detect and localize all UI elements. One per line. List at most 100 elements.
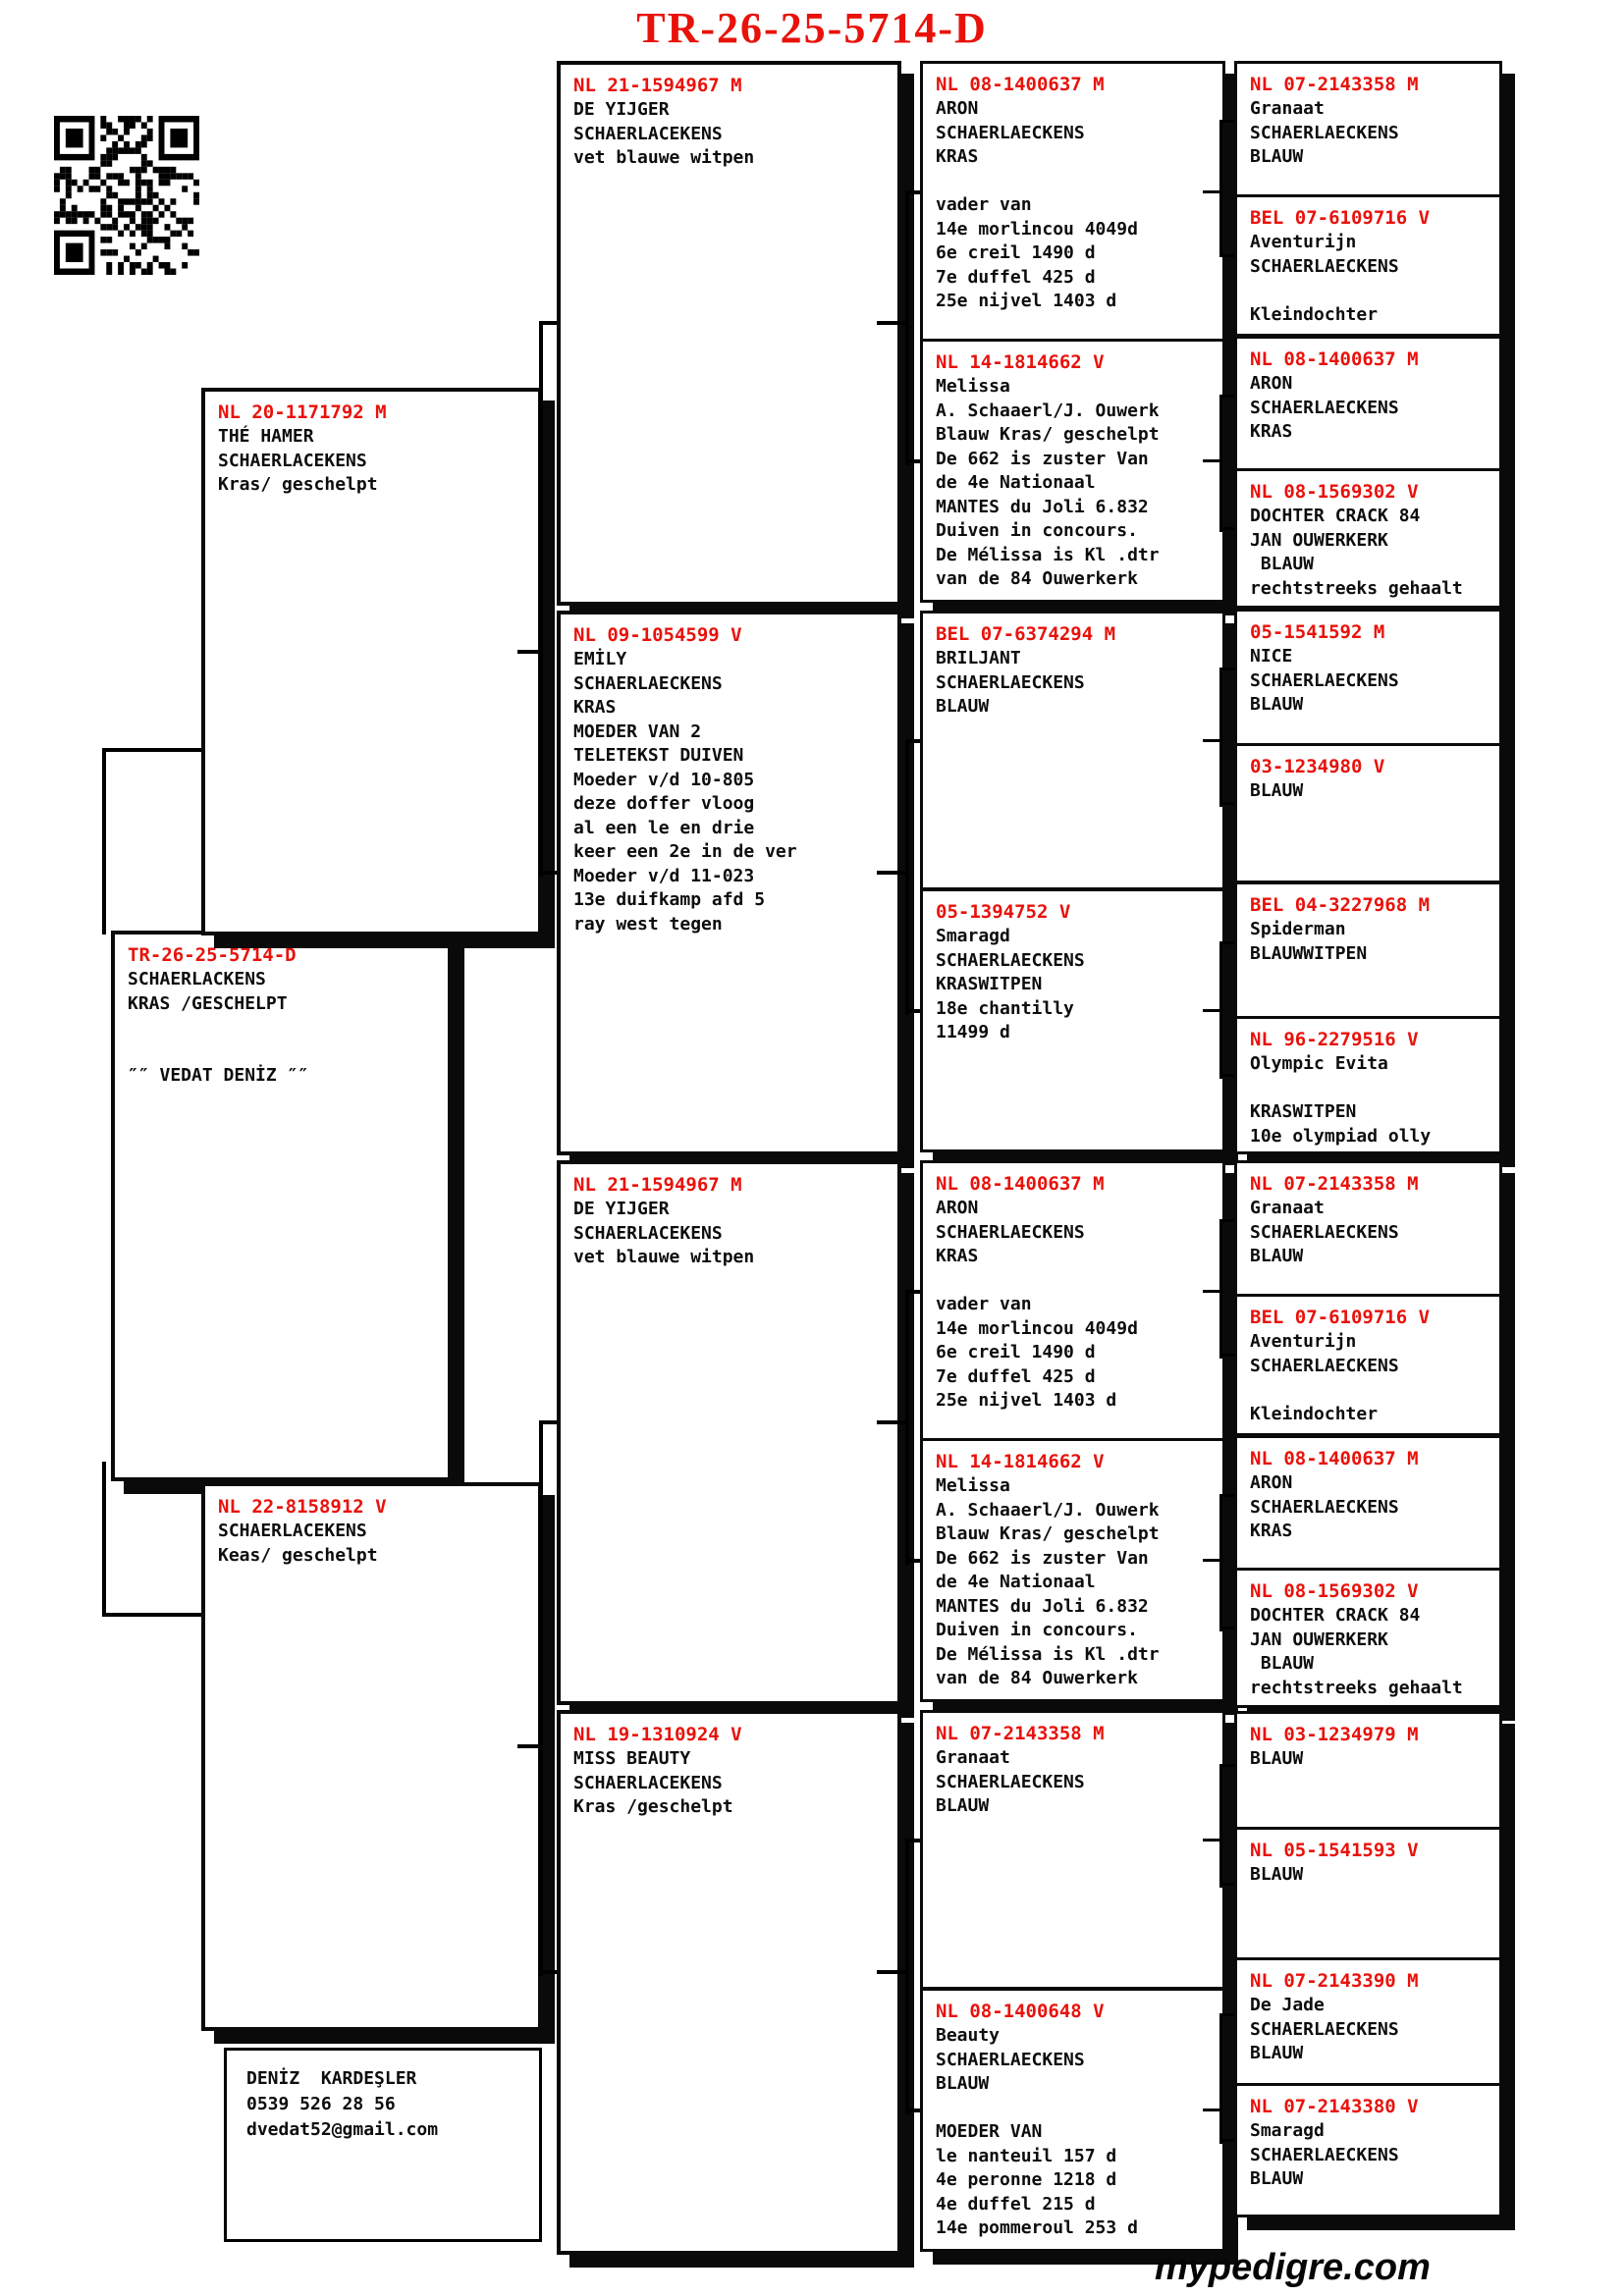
connector-line <box>1219 1764 1222 1888</box>
connector-line <box>1219 802 1234 805</box>
pedigree-box-g4-6: NL 14-1814662 V Melissa A. Schaaerl/J. O… <box>920 1438 1225 1702</box>
ring-number: NL 21-1594967 M <box>573 75 742 96</box>
connector-line <box>1219 1219 1222 1359</box>
ring-number: NL 08-1400637 M <box>1250 1448 1419 1469</box>
bird-details: ARON SCHAERLAECKENS KRAS <box>1250 373 1399 442</box>
ring-number: NL 22-8158912 V <box>218 1496 387 1518</box>
bird-details: Smaragd SCHAERLAECKENS KRASWITPEN 18e ch… <box>936 926 1085 1042</box>
connector-line <box>517 650 539 654</box>
bird-details: SCHAERLACEKENS Keas/ geschelpt <box>218 1521 378 1566</box>
pedigree-box-g4-7: NL 07-2143358 M Granaat SCHAERLAECKENS B… <box>920 1710 1225 1990</box>
ring-number: NL 09-1054599 V <box>573 624 742 646</box>
bird-details: Smaragd SCHAERLAECKENS BLAUW <box>1250 2120 1399 2189</box>
bird-details: BLAUW <box>1250 1864 1304 1885</box>
connector-line <box>905 190 909 465</box>
connector-line <box>1219 1354 1234 1357</box>
connector-line <box>1203 1009 1219 1012</box>
bird-details: Beauty SCHAERLAECKENS BLAUW MOEDER VAN l… <box>936 2025 1138 2238</box>
connector-line <box>1219 1219 1234 1222</box>
connector-line <box>1219 1883 1234 1886</box>
ring-number: NL 08-1400637 M <box>936 74 1105 95</box>
connector-line <box>1203 739 1219 742</box>
ring-number: NL 08-1400637 M <box>1250 348 1419 370</box>
connector-line <box>1219 2139 1234 2142</box>
site-logo: mypedigre.com <box>1155 2247 1431 2288</box>
bird-details: SCHAERLACKENS KRAS /GESCHELPT ″″ VEDAT D… <box>128 969 309 1086</box>
bird-details: NICE SCHAERLAECKENS BLAUW <box>1250 646 1399 715</box>
ring-number: NL 08-1569302 V <box>1250 1580 1419 1602</box>
connector-line <box>877 321 905 325</box>
connector-line <box>905 1839 909 2114</box>
connector-line <box>1219 1494 1222 1631</box>
pedigree-box-g5-6: 03-1234980 V BLAUW <box>1234 743 1502 883</box>
page-title: TR-26-25-5714-D <box>636 4 988 52</box>
breeder-phone: 0539 526 28 56 <box>246 2094 396 2114</box>
mother-box: NL 22-8158912 V SCHAERLACEKENS Keas/ ges… <box>201 1482 542 2031</box>
connector-line <box>102 1613 201 1617</box>
connector-line <box>877 1420 905 1424</box>
pedigree-box-g5-10: BEL 07-6109716 V Aventurijn SCHAERLAECKE… <box>1234 1294 1502 1436</box>
bird-details: DOCHTER CRACK 84 JAN OUWERKERK BLAUW rec… <box>1250 1605 1463 1698</box>
ring-number: NL 07-2143380 V <box>1250 2096 1419 2117</box>
connector-line <box>1219 120 1222 257</box>
bird-details: Aventurijn SCHAERLAECKENS Kleindochter <box>1250 232 1399 325</box>
pedigree-box-g4-2: NL 14-1814662 V Melissa A. Schaaerl/J. O… <box>920 339 1225 603</box>
connector-line <box>1219 120 1234 123</box>
connector-line <box>1219 2013 1222 2144</box>
connector-line <box>102 748 201 752</box>
connector-line <box>102 1462 106 1617</box>
ring-number: NL 19-1310924 V <box>573 1724 742 1745</box>
pedigree-box-g3-2: NL 09-1054599 V EMİLY SCHAERLAECKENS KRA… <box>557 611 901 1155</box>
connector-line <box>1219 527 1234 530</box>
ring-number: NL 08-1400648 V <box>936 2001 1105 2022</box>
pedigree-box-g5-16: NL 07-2143380 V Smaragd SCHAERLAECKENS B… <box>1234 2083 1502 2217</box>
ring-number: NL 07-2143358 M <box>1250 74 1419 95</box>
ring-number: NL 21-1594967 M <box>573 1174 742 1196</box>
connector-line <box>1203 2109 1219 2111</box>
breeder-name: DENİZ KARDEŞLER <box>246 2068 417 2089</box>
pedigree-box-g3-4: NL 19-1310924 V MISS BEAUTY SCHAERLACEKE… <box>557 1710 901 2255</box>
pedigree-box-g5-4: NL 08-1569302 V DOCHTER CRACK 84 JAN OUW… <box>1234 468 1502 609</box>
pedigree-box-g3-3: NL 21-1594967 M DE YIJGER SCHAERLACEKENS… <box>557 1160 901 1705</box>
connector-line <box>905 459 920 463</box>
ring-number: NL 14-1814662 V <box>936 1451 1105 1472</box>
pedigree-box-g5-15: NL 07-2143390 M De Jade SCHAERLAECKENS B… <box>1234 1957 1502 2092</box>
ring-number: BEL 04-3227968 M <box>1250 894 1431 916</box>
connector-line <box>539 321 543 877</box>
ring-number: NL 08-1400637 M <box>936 1173 1105 1195</box>
connector-line <box>1219 941 1222 1079</box>
pedigree-box-g4-8: NL 08-1400648 V Beauty SCHAERLAECKENS BL… <box>920 1988 1225 2252</box>
connector-line <box>1219 254 1234 257</box>
bird-details: DOCHTER CRACK 84 JAN OUWERKERK BLAUW rec… <box>1250 506 1463 599</box>
breeder-email: dvedat52@gmail.com <box>246 2119 439 2140</box>
connector-line <box>517 1744 539 1748</box>
subject-box: TR-26-25-5714-D SCHAERLACKENS KRAS /GESC… <box>111 931 452 1481</box>
bird-details: THÉ HAMER SCHAERLACEKENS Kras/ geschelpt <box>218 426 378 495</box>
pedigree-box-g5-9: NL 07-2143358 M Granaat SCHAERLAECKENS B… <box>1234 1160 1502 1301</box>
ring-number: NL 03-1234979 M <box>1250 1724 1419 1745</box>
connector-line <box>1203 1290 1219 1293</box>
ring-number: BEL 07-6374294 M <box>936 623 1116 645</box>
pedigree-box-g5-14: NL 05-1541593 V BLAUW <box>1234 1827 1502 1961</box>
ring-number: NL 96-2279516 V <box>1250 1029 1419 1050</box>
connector-line <box>905 1290 920 1294</box>
bird-details: MISS BEAUTY SCHAERLACEKENS Kras /geschel… <box>573 1748 733 1817</box>
connector-line <box>1219 941 1234 944</box>
bird-details: ARON SCHAERLAECKENS KRAS vader van 14e m… <box>936 98 1138 311</box>
ring-number: NL 20-1171792 M <box>218 401 387 423</box>
pedigree-box-g5-3: NL 08-1400637 M ARON SCHAERLAECKENS KRAS <box>1234 336 1502 476</box>
connector-line <box>1219 667 1222 807</box>
connector-line <box>1203 459 1219 462</box>
ring-number: NL 07-2143358 M <box>1250 1173 1419 1195</box>
ring-number: BEL 07-6109716 V <box>1250 1307 1431 1328</box>
connector-line <box>905 190 920 194</box>
connector-line <box>539 321 557 325</box>
connector-line <box>905 1559 920 1563</box>
connector-line <box>1203 1839 1219 1842</box>
bird-details: De Jade SCHAERLAECKENS BLAUW <box>1250 1995 1399 2063</box>
connector-line <box>1219 395 1222 532</box>
bird-details: ARON SCHAERLAECKENS KRAS vader van 14e m… <box>936 1198 1138 1411</box>
connector-line <box>877 1970 905 1974</box>
bird-details: BLAUW <box>1250 1748 1304 1769</box>
